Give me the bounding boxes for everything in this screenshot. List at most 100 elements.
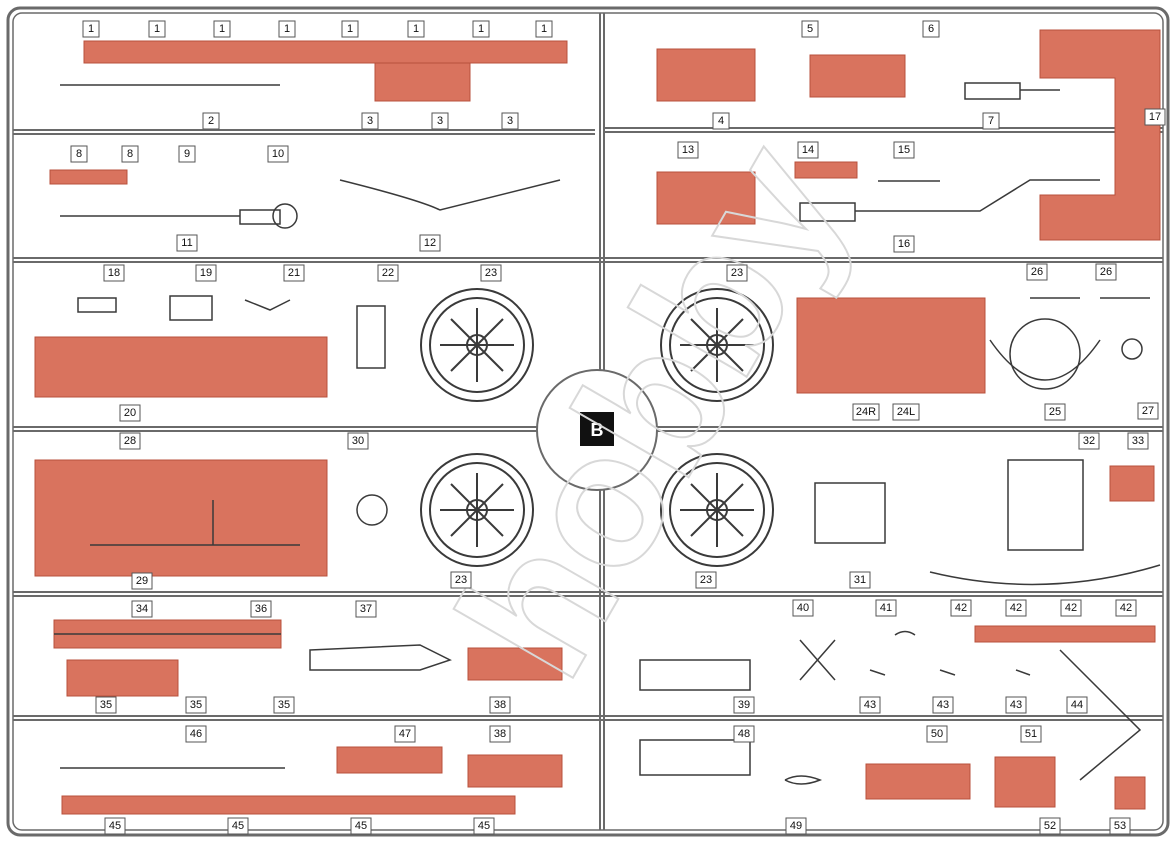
part-number-label: 23	[485, 267, 497, 279]
part-number-label: 1	[219, 23, 225, 35]
wheel-23d	[660, 453, 774, 567]
part-35	[66, 659, 179, 697]
part-number-label: 35	[278, 699, 290, 711]
part-number-label: 3	[367, 115, 373, 127]
part-number-label: 42	[1065, 602, 1077, 614]
wheel-23c	[420, 453, 534, 567]
part-number-tag	[355, 600, 377, 618]
part-number-tag	[178, 145, 196, 163]
part-number-label: 18	[108, 267, 120, 279]
part-number-tag	[119, 432, 141, 450]
part-17	[1039, 29, 1161, 241]
part-number-tag	[1137, 402, 1159, 420]
part-number-tag	[131, 600, 153, 618]
part-number-tag	[213, 20, 231, 38]
part-number-label: 1	[284, 23, 290, 35]
part-number-tag	[1127, 432, 1149, 450]
part-number-tag	[103, 264, 125, 282]
part-52	[994, 756, 1056, 808]
part-number-tag	[82, 20, 100, 38]
part-number-tag	[801, 20, 819, 38]
part-4	[656, 48, 756, 102]
runners	[13, 13, 1163, 830]
part-number-label: 45	[109, 820, 121, 832]
part-number-label: 47	[399, 728, 411, 740]
part-number-label: 1	[347, 23, 353, 35]
part-number-tag	[501, 112, 519, 130]
part-number-tag	[273, 696, 295, 714]
part-number-label: 27	[1142, 405, 1154, 417]
part-number-label: 43	[1010, 699, 1022, 711]
part-20	[34, 336, 328, 398]
part-number-label: 42	[1120, 602, 1132, 614]
part-number-label: 20	[124, 407, 136, 419]
part-number-label: 48	[738, 728, 750, 740]
part-29	[34, 459, 328, 577]
part-number-tag	[472, 20, 490, 38]
watermark: hobby	[418, 110, 887, 710]
part-number-tag	[726, 264, 748, 282]
part-number-label: 2	[208, 115, 214, 127]
brand-logo: B	[591, 420, 604, 440]
part-number-tag	[1095, 263, 1117, 281]
part-number-label: 45	[355, 820, 367, 832]
part-number-tag	[121, 145, 139, 163]
part-number-label: 3	[437, 115, 443, 127]
part-number-tag	[1115, 599, 1137, 617]
part-number-label: 38	[494, 728, 506, 740]
part-8	[49, 169, 128, 185]
part-number-tag	[785, 817, 807, 835]
part-24	[796, 297, 986, 394]
part-number-tag	[131, 572, 153, 590]
part-number-label: 1	[413, 23, 419, 35]
part-number-label: 38	[494, 699, 506, 711]
part-number-tag	[849, 571, 871, 589]
part-number-label: 32	[1083, 435, 1095, 447]
part-number-tag	[202, 112, 220, 130]
wheel-23a	[420, 288, 534, 402]
wheels	[420, 288, 774, 567]
part-number-tag	[489, 725, 511, 743]
part-number-label: 10	[272, 148, 284, 160]
part-number-label: 50	[931, 728, 943, 740]
part-number-label: 52	[1044, 820, 1056, 832]
part-number-label: 23	[731, 267, 743, 279]
part-33	[1109, 465, 1155, 502]
part-number-label: 42	[955, 602, 967, 614]
part-number-tag	[1109, 817, 1131, 835]
part-number-tag	[473, 817, 495, 835]
part-number-tag	[1066, 696, 1088, 714]
part-number-tag	[185, 696, 207, 714]
part-number-tag	[932, 696, 954, 714]
part-number-tag	[431, 112, 449, 130]
part-number-label: 7	[988, 115, 994, 127]
part-number-tag	[450, 571, 472, 589]
part-number-tag	[70, 145, 88, 163]
part-number-label: 26	[1031, 266, 1043, 278]
part-number-tag	[893, 141, 915, 159]
part-number-tag	[852, 403, 880, 421]
part-number-label: 23	[700, 574, 712, 586]
part-number-label: 14	[802, 144, 814, 156]
part-number-label: 49	[790, 820, 802, 832]
part-number-tag	[1020, 725, 1042, 743]
part-number-label: 31	[854, 574, 866, 586]
part-number-tag	[407, 20, 425, 38]
part-number-tag	[250, 600, 272, 618]
part-number-tag	[1005, 599, 1027, 617]
wheel-23b	[660, 288, 774, 402]
part-number-tag	[361, 112, 379, 130]
part-number-tag	[733, 725, 755, 743]
part-38a	[467, 647, 563, 681]
sprue-frame	[6, 6, 1170, 837]
part-6	[809, 54, 906, 98]
part-number-label: 12	[424, 237, 436, 249]
part-number-tag	[1044, 403, 1066, 421]
part-number-label: 9	[184, 148, 190, 160]
part-number-tag	[535, 20, 553, 38]
part-number-tag	[1144, 108, 1166, 126]
part-number-label: 8	[127, 148, 133, 160]
part-number-tag	[950, 599, 972, 617]
